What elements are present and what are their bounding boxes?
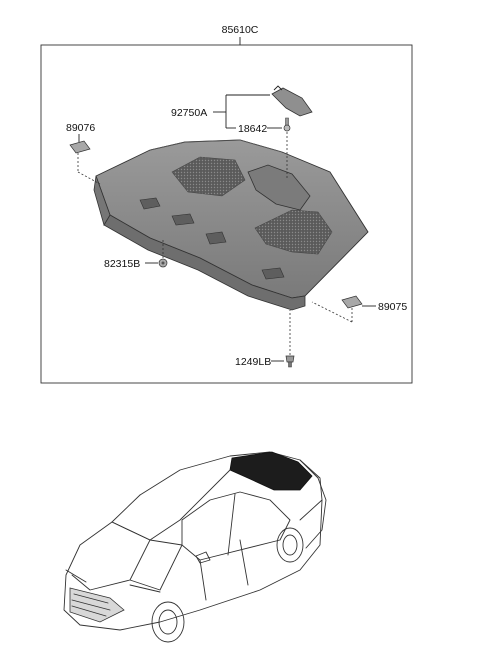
bolt-part <box>285 355 295 368</box>
cover-left-label: 89076 <box>66 122 95 134</box>
cover-left-part <box>69 140 91 154</box>
diagram-frame <box>40 44 413 384</box>
bracket-upper-label: 92750A <box>171 107 207 119</box>
clip-part <box>283 117 291 132</box>
assembly-label: 85610C <box>222 24 259 36</box>
car-illustration <box>63 451 327 643</box>
package-tray <box>93 139 369 311</box>
cover-right-label: 89075 <box>378 301 407 313</box>
grommet-part <box>158 258 168 268</box>
grommet-label: 82315B <box>104 258 140 270</box>
cover-left-dash-2 <box>77 171 101 185</box>
bracket-part <box>271 85 313 117</box>
highlight-area <box>229 451 313 491</box>
bolt-label: 1249LB <box>235 356 271 368</box>
cover-right-dash-2 <box>311 301 353 323</box>
cover-right-part <box>341 295 363 309</box>
clip-upper-label: 18642 <box>238 123 267 135</box>
